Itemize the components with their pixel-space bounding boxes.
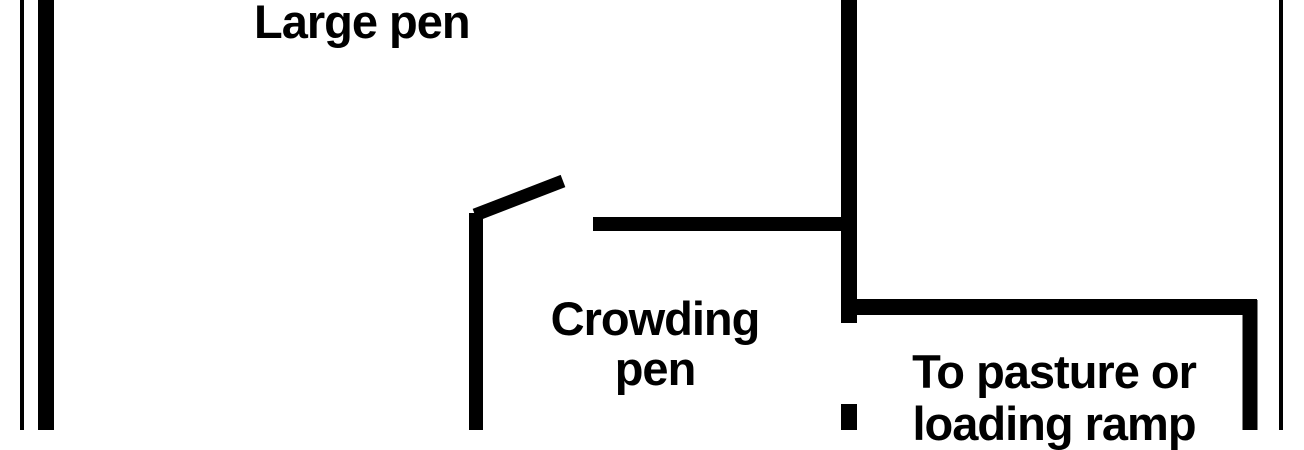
- swing-gate: [472, 174, 566, 222]
- pasture-label: To pasture or loading ramp: [880, 346, 1228, 450]
- large-pen-text: Large pen: [254, 0, 471, 48]
- corral-diagram: [20, 0, 1283, 430]
- pasture-line2: loading ramp: [912, 397, 1196, 450]
- crowding-pen-label: Crowding pen: [530, 294, 780, 394]
- crowding-pen-line2: pen: [614, 342, 697, 395]
- crowding-pen-line1: Crowding: [550, 292, 761, 345]
- pasture-line1: To pasture or: [912, 345, 1197, 398]
- large-pen-label: Large pen: [254, 0, 471, 50]
